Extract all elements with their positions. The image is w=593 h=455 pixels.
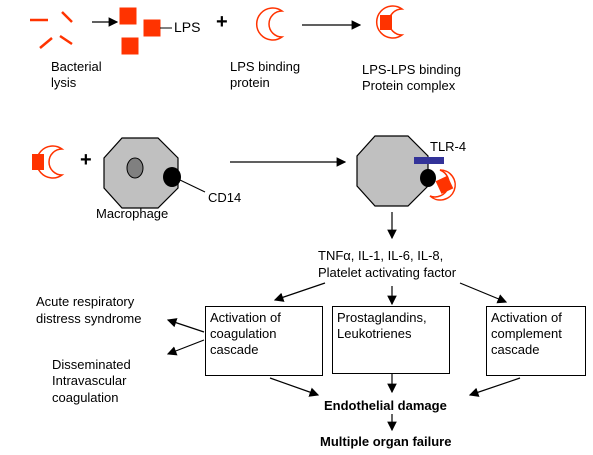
arrow-coag-to-endothelial xyxy=(269,377,320,397)
mediators-label-2: Platelet activating factor xyxy=(318,265,457,280)
comp-box-line-3: cascade xyxy=(491,342,540,357)
coag-box-line-2: coagulation xyxy=(210,326,277,341)
bacterial-lysis-label-2: lysis xyxy=(51,75,77,90)
prost-box-line-2: Leukotrienes xyxy=(337,326,412,341)
arrow-comp-to-endothelial xyxy=(468,377,521,397)
plus-sign-top: + xyxy=(216,11,228,33)
prost-box-line-1: Prostaglandins, xyxy=(337,310,427,325)
lps-lbp-complex-icon xyxy=(375,5,405,39)
bacterial-lysis-label-1: Bacterial xyxy=(51,59,102,74)
arrow-to-dic xyxy=(166,339,205,356)
complex-small-icon xyxy=(32,145,65,179)
bacterial-fragments-icon xyxy=(30,11,73,49)
nucleus-icon xyxy=(126,157,144,179)
activated-macrophage-icon xyxy=(356,135,456,207)
tlr4-label: TLR-4 xyxy=(430,139,467,154)
cd14-leader xyxy=(179,179,206,193)
dic-label-2: Intravascular xyxy=(52,373,127,388)
multiple-organ-failure-label: Multiple organ failure xyxy=(320,434,452,449)
arrow-to-ards xyxy=(166,318,205,333)
ards-label-1: Acute respiratory xyxy=(36,294,135,309)
endothelial-damage-label: Endothelial damage xyxy=(324,398,447,413)
prostaglandins-box: Prostaglandins, Leukotrienes xyxy=(332,306,450,374)
lbp-label-1: LPS binding xyxy=(230,59,301,74)
macrophage-cell-icon xyxy=(103,137,181,209)
lps-binding-protein-icon xyxy=(255,7,285,41)
lbp-label-2: protein xyxy=(230,75,270,90)
complex-label-1: LPS-LPS binding xyxy=(362,62,462,77)
complex-label-2: Protein complex xyxy=(362,78,456,93)
complement-box: Activation of complement cascade xyxy=(486,306,586,376)
coag-box-line-1: Activation of xyxy=(210,310,281,325)
comp-box-line-2: complement xyxy=(491,326,562,341)
arrow-to-comp-box xyxy=(459,282,508,304)
macrophage-label: Macrophage xyxy=(96,206,169,221)
lps-squares-icon xyxy=(119,7,161,55)
cd14-receptor-icon xyxy=(163,167,181,187)
coagulation-box: Activation of coagulation cascade xyxy=(205,306,323,376)
coag-box-line-3: cascade xyxy=(210,342,259,357)
mediators-label-1: TNFα, IL-1, IL-6, IL-8, xyxy=(318,248,444,263)
plus-sign-middle: + xyxy=(80,149,92,171)
cd14-label: CD14 xyxy=(208,190,242,205)
ards-label-2: distress syndrome xyxy=(36,311,142,326)
dic-label-1: Disseminated xyxy=(52,357,131,372)
comp-box-line-1: Activation of xyxy=(491,310,562,325)
arrow-to-coag-box xyxy=(273,282,326,302)
dic-label-3: coagulation xyxy=(52,390,119,405)
tlr4-receptor-icon xyxy=(414,157,444,164)
lps-label: LPS xyxy=(174,19,201,35)
